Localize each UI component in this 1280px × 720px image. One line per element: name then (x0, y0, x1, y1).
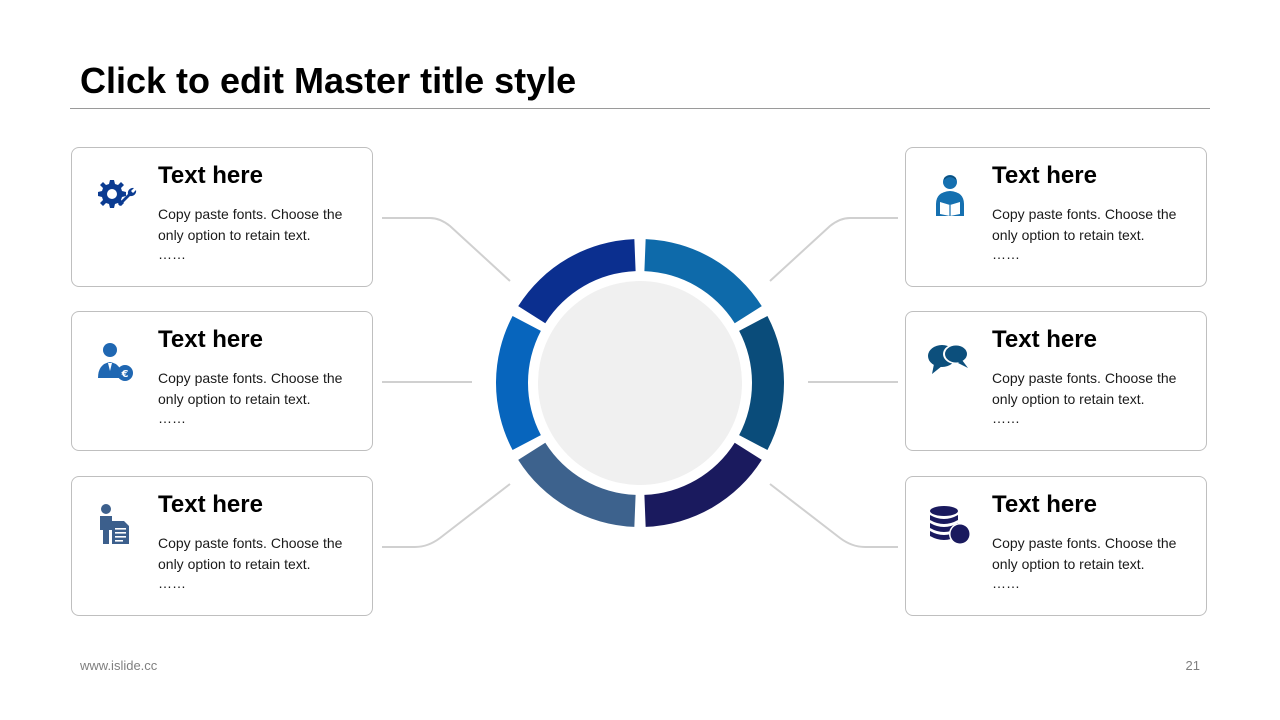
gear-wrench-icon (90, 172, 138, 220)
connector-line-3 (382, 483, 511, 548)
text-card-6: Text here Copy paste fonts. Choose the o… (905, 476, 1207, 616)
ring-segment-1 (518, 239, 636, 324)
card-ellipsis: …… (992, 575, 1020, 591)
ring (496, 239, 784, 527)
card-heading: Text here (992, 162, 1097, 189)
card-heading: Text here (992, 491, 1097, 518)
card-heading: Text here (158, 326, 263, 353)
connector-line-6 (769, 483, 898, 548)
footer-url: www.islide.cc (80, 658, 158, 673)
card-body: Copy paste fonts. Choose the only option… (992, 206, 1177, 243)
text-card-5: Text here Copy paste fonts. Choose the o… (905, 311, 1207, 451)
connector-line-1 (382, 217, 511, 282)
card-ellipsis: …… (158, 410, 186, 426)
text-card-2: € Text here Copy paste fonts. Choose the… (71, 311, 373, 451)
text-card-1: Text here Copy paste fonts. Choose the o… (71, 147, 373, 287)
coins-stack-icon (924, 501, 972, 549)
connector-line-4 (769, 217, 898, 282)
person-document-icon (90, 501, 138, 549)
svg-text:€: € (121, 369, 129, 380)
card-heading: Text here (158, 162, 263, 189)
card-body: Copy paste fonts. Choose the only option… (992, 535, 1177, 572)
reader-book-icon (924, 172, 972, 220)
card-body: Copy paste fonts. Choose the only option… (158, 206, 343, 243)
card-body: Copy paste fonts. Choose the only option… (158, 370, 343, 407)
card-ellipsis: …… (158, 575, 186, 591)
card-body: Copy paste fonts. Choose the only option… (992, 370, 1177, 407)
slide-title: Click to edit Master title style (80, 60, 577, 101)
text-card-4: Text here Copy paste fonts. Choose the o… (905, 147, 1207, 287)
title-divider (70, 108, 1210, 109)
card-body: Copy paste fonts. Choose the only option… (158, 535, 343, 572)
ring-segment-6 (496, 315, 541, 451)
ring-segment-2 (644, 239, 762, 324)
card-ellipsis: …… (992, 246, 1020, 262)
connectors (382, 217, 898, 548)
ring-segment-5 (518, 442, 636, 527)
chat-bubbles-icon (924, 336, 972, 384)
card-ellipsis: …… (158, 246, 186, 262)
ring-center (538, 281, 742, 485)
text-card-3: Text here Copy paste fonts. Choose the o… (71, 476, 373, 616)
ring-segment-4 (644, 442, 762, 527)
card-heading: Text here (158, 491, 263, 518)
card-ellipsis: …… (992, 410, 1020, 426)
businessman-euro-icon: € (90, 336, 138, 384)
card-heading: Text here (992, 326, 1097, 353)
page-number: 21 (1185, 658, 1200, 673)
ring-segment-3 (739, 315, 784, 451)
